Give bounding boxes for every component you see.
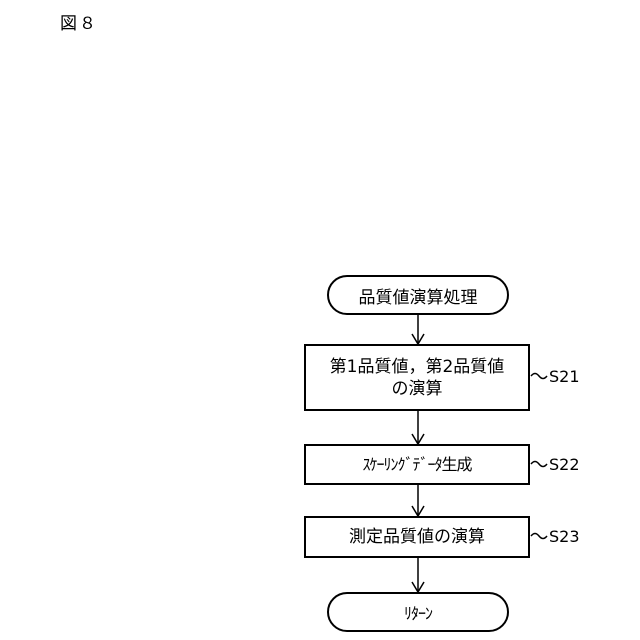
start-terminal: 品質値演算処理 bbox=[327, 275, 509, 315]
end-terminal: ﾘﾀｰﾝ bbox=[327, 592, 509, 632]
step-s21-line-1: 第1品質値，第2品質値 bbox=[330, 356, 505, 378]
step-s23-box: 測定品質値の演算 bbox=[304, 516, 530, 558]
leader-s21 bbox=[531, 374, 547, 379]
step-s21-box: 第1品質値，第2品質値 の演算 bbox=[304, 344, 530, 411]
step-s21-line-2: の演算 bbox=[392, 378, 443, 400]
step-s22-id: S22 bbox=[549, 455, 580, 474]
step-s23-id: S23 bbox=[549, 527, 580, 546]
step-s21-id: S21 bbox=[549, 367, 580, 386]
step-s23-line-1: 測定品質値の演算 bbox=[349, 526, 485, 548]
step-s22-line-1: ｽｹｰﾘﾝｸﾞﾃﾞｰﾀ生成 bbox=[362, 454, 471, 476]
leader-s22 bbox=[531, 462, 547, 467]
leader-s23 bbox=[531, 534, 547, 539]
end-label: ﾘﾀｰﾝ bbox=[404, 600, 432, 624]
start-label: 品質値演算処理 bbox=[359, 283, 478, 308]
step-s22-box: ｽｹｰﾘﾝｸﾞﾃﾞｰﾀ生成 bbox=[304, 444, 530, 485]
